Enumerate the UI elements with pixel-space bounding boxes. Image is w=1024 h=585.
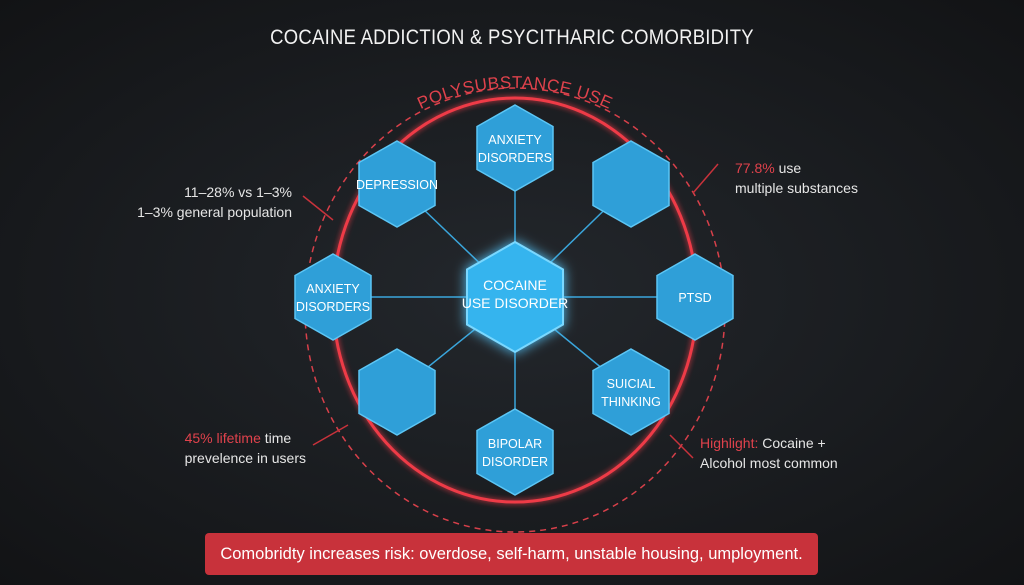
annotation-top-right: 77.8% use multiple substances (735, 158, 858, 198)
hexagon-shape (592, 348, 670, 436)
risk-banner: Comobridty increases risk: overdose, sel… (205, 533, 818, 575)
leader-bottom-right (669, 434, 694, 459)
hexagon-shape (592, 140, 670, 228)
annotation-text: time (260, 430, 292, 446)
annotation-highlight: 77.8% (735, 160, 775, 176)
condition-node (592, 140, 670, 228)
center-node: COCAINE USE DISORDER (462, 240, 569, 354)
node-label: BIPOLAR (488, 437, 542, 451)
node-label: SUICIAL (607, 377, 656, 391)
node-label: DEPRESSION (356, 178, 438, 192)
condition-node: PTSD (656, 253, 734, 341)
hexagon-shape (294, 253, 372, 341)
leader-top-left (302, 195, 334, 221)
node-label: DISORDERS (478, 151, 552, 165)
node-label: DISORDER (482, 455, 548, 469)
annotation-leaders (302, 163, 719, 459)
condition-node: BIPOLAR DISORDER (476, 408, 554, 496)
banner-text: Comobridty increases risk: overdose, sel… (220, 544, 803, 563)
node-label: THINKING (601, 395, 661, 409)
annotation-line: prevelence in users (184, 450, 306, 466)
leader-bottom-left (312, 424, 349, 446)
annotation-bottom-right: Highlight: Cocaine + Alcohol most common (700, 433, 838, 473)
node-label: DISORDERS (296, 300, 370, 314)
hexagon-shape (656, 253, 734, 341)
condition-node: SUICIAL THINKING (592, 348, 670, 436)
hexagon-shape (358, 348, 436, 436)
annotation-line: Alcohol most common (700, 455, 838, 471)
node-label: ANXIETY (306, 282, 360, 296)
node-label: PTSD (678, 291, 711, 305)
annotation-line: 11–28% vs 1–3% (184, 184, 292, 200)
annotation-text: use (774, 160, 802, 176)
annotation-highlight: Highlight: (700, 435, 759, 451)
leader-top-right (692, 163, 719, 194)
hexagon-shape (358, 140, 436, 228)
annotation-highlight: 45% lifetime (184, 430, 261, 446)
annotation-top-left: 11–28% vs 1–3% 1–3% general population (137, 182, 292, 222)
hexagon-shape (476, 104, 554, 192)
condition-node: DEPRESSION (356, 140, 438, 228)
center-label-line1: COCAINE (483, 277, 547, 293)
annotation-bottom-left: 45% lifetime time prevelence in users (185, 428, 306, 468)
node-label: ANXIETY (488, 133, 542, 147)
center-label-line2: USE DISORDER (462, 295, 569, 311)
condition-node: ANXIETY DISORDERS (476, 104, 554, 192)
annotation-line: multiple substances (735, 180, 858, 196)
annotation-text: Cocaine + (758, 435, 826, 451)
hexagon-shape (476, 408, 554, 496)
page-title: COCAINE ADDICTION & PSYCITHARIC COMORBID… (270, 26, 754, 49)
condition-node (358, 348, 436, 436)
condition-node: ANXIETY DISORDERS (294, 253, 372, 341)
annotation-line: 1–3% general population (137, 204, 292, 220)
